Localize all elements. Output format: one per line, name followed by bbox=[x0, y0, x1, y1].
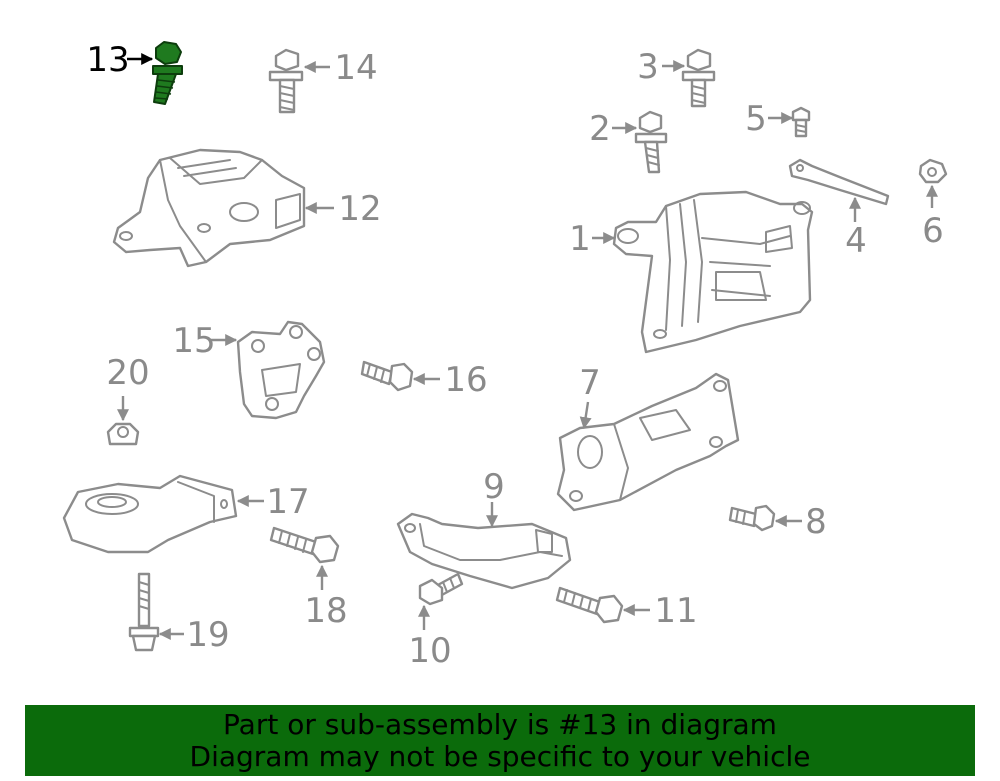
callout-4: 4 bbox=[845, 221, 867, 261]
part-16-bolt[interactable] bbox=[360, 360, 414, 392]
part-3-bolt[interactable] bbox=[681, 48, 716, 108]
part-13-bolt-highlighted[interactable] bbox=[152, 41, 183, 105]
callout-13: 13 bbox=[86, 40, 129, 80]
callout-10: 10 bbox=[408, 631, 451, 671]
callout-1: 1 bbox=[569, 219, 591, 259]
part-19-bolt[interactable] bbox=[128, 572, 160, 652]
part-9-shield[interactable] bbox=[396, 512, 572, 590]
part-5-bolt[interactable] bbox=[791, 106, 811, 138]
part-17-mount[interactable] bbox=[62, 474, 238, 554]
part-8-bolt[interactable] bbox=[728, 504, 776, 532]
part-12-mount[interactable] bbox=[112, 148, 306, 268]
callout-3: 3 bbox=[637, 47, 659, 87]
part-14-bolt[interactable] bbox=[268, 48, 304, 114]
callout-20: 20 bbox=[106, 353, 149, 393]
part-15-bracket[interactable] bbox=[236, 320, 326, 420]
part-4-bracket[interactable] bbox=[788, 158, 890, 206]
part-1-engine-mount[interactable] bbox=[612, 190, 814, 354]
callout-16: 16 bbox=[444, 360, 487, 400]
parts-diagram: 1 2 3 4 5 6 7 8 9 10 11 12 13 14 15 16 1… bbox=[62, 40, 948, 671]
callout-14: 14 bbox=[334, 48, 377, 88]
callout-12: 12 bbox=[338, 189, 381, 229]
callout-11: 11 bbox=[654, 591, 697, 631]
callout-18: 18 bbox=[304, 591, 347, 631]
callout-5: 5 bbox=[745, 99, 767, 139]
part-20-nut[interactable] bbox=[106, 422, 140, 446]
callout-19: 19 bbox=[186, 615, 229, 655]
callout-6: 6 bbox=[922, 211, 944, 251]
callout-7: 7 bbox=[579, 363, 601, 403]
part-11-bolt[interactable] bbox=[555, 586, 624, 624]
part-10-bolt[interactable] bbox=[418, 572, 464, 606]
banner-line-1: Part or sub-assembly is #13 in diagram bbox=[223, 708, 777, 741]
part-6-nut[interactable] bbox=[918, 158, 948, 184]
leader-7 bbox=[579, 401, 592, 430]
part-2-bolt[interactable] bbox=[634, 110, 668, 174]
callout-17: 17 bbox=[266, 482, 309, 522]
part-18-bolt[interactable] bbox=[269, 526, 340, 564]
info-banner: Part or sub-assembly is #13 in diagram D… bbox=[25, 705, 975, 776]
callout-8: 8 bbox=[805, 502, 827, 542]
callout-15: 15 bbox=[172, 321, 215, 361]
part-7-mount[interactable] bbox=[556, 372, 740, 512]
banner-line-2: Diagram may not be specific to your vehi… bbox=[189, 740, 811, 773]
callout-9: 9 bbox=[483, 467, 505, 507]
callout-2: 2 bbox=[589, 109, 611, 149]
